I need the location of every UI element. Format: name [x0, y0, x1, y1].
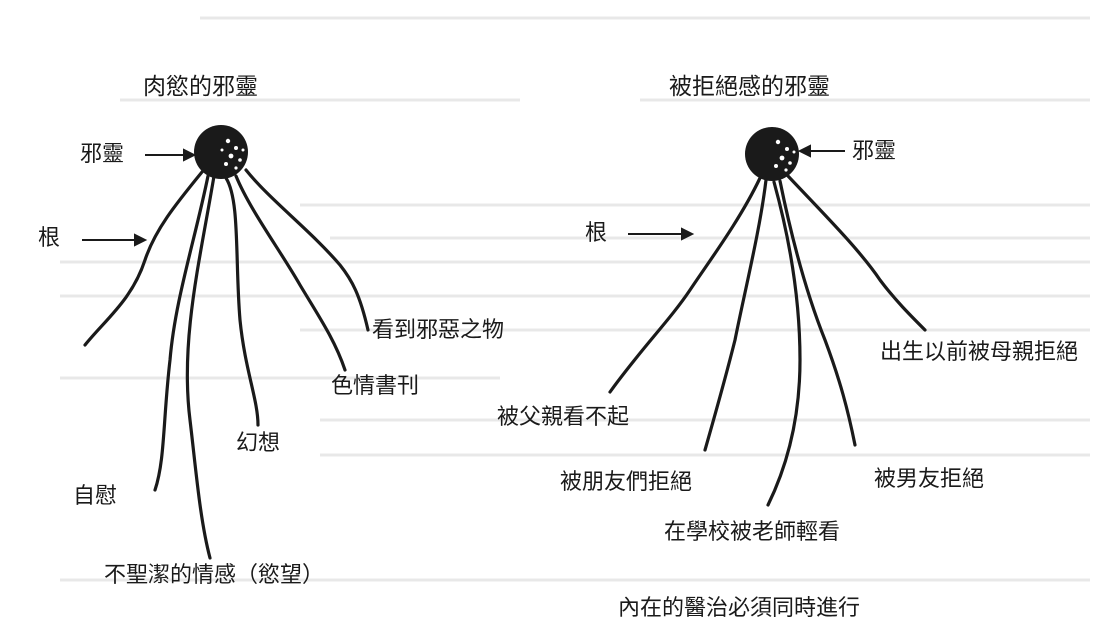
left-root-item-1: 色情書刊	[331, 374, 420, 399]
right-spirit-head	[745, 127, 799, 181]
right-root-label: 根	[585, 221, 608, 246]
left-root-item-0: 看到邪惡之物	[372, 318, 505, 343]
left-root-item-3: 自慰	[73, 484, 118, 509]
right-roots	[608, 174, 927, 507]
right-diagram-title: 被拒絕感的邪靈	[669, 74, 830, 100]
right-root-item-1: 被父親看不起	[497, 405, 630, 430]
left-spirit-label: 邪靈	[80, 142, 125, 167]
left-roots	[83, 168, 370, 560]
left-root-item-4: 不聖潔的情感（慾望）	[104, 563, 325, 588]
left-spirit-head	[194, 125, 248, 179]
left-root-item-2: 幻想	[236, 431, 281, 456]
right-root-item-4: 在學校被老師輕看	[664, 520, 841, 545]
right-arrows	[628, 144, 845, 241]
bleed-through-lines	[60, 16, 1090, 582]
right-root-item-3: 被男友拒絕	[874, 467, 985, 492]
footer-note: 內在的醫治必須同時進行	[618, 596, 861, 621]
left-diagram-title: 肉慾的邪靈	[143, 74, 258, 100]
right-spirit-label: 邪靈	[852, 139, 897, 164]
left-root-label: 根	[38, 226, 61, 251]
right-root-item-2: 被朋友們拒絕	[560, 470, 693, 495]
right-root-item-0: 出生以前被母親拒絕	[880, 340, 1079, 365]
left-arrows	[82, 148, 197, 247]
